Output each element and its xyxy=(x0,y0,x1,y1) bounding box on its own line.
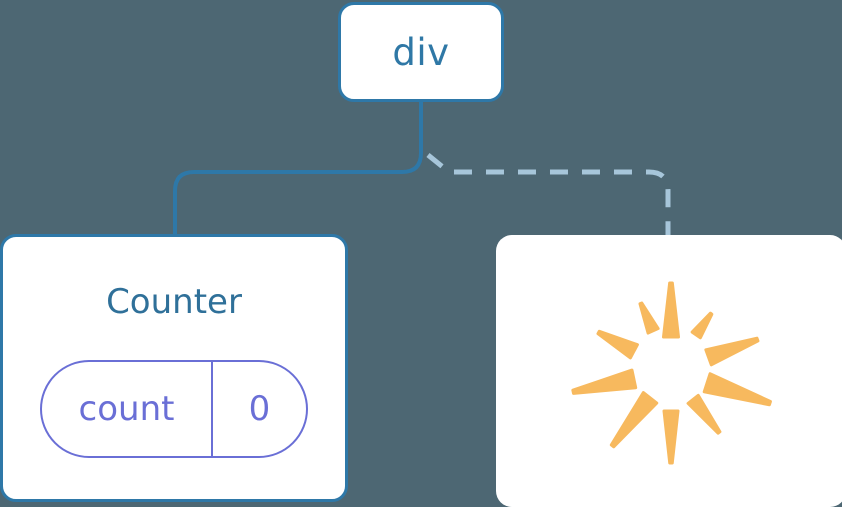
burst-ray-4 xyxy=(686,393,722,435)
burst-ray-9 xyxy=(638,301,660,335)
state-pill-value: 0 xyxy=(248,389,271,429)
burst-ray-7 xyxy=(571,368,638,395)
burst-ray-2 xyxy=(704,336,760,367)
burst-ray-1 xyxy=(690,311,714,340)
node-counter[interactable]: Counter count 0 xyxy=(0,234,348,502)
edge-div-to-burst xyxy=(426,153,671,236)
edge-div-to-counter xyxy=(173,99,423,238)
node-div-label: div xyxy=(392,30,450,74)
burst-ray-6 xyxy=(609,391,659,449)
state-pill-divider xyxy=(211,362,213,456)
burst-ray-3 xyxy=(702,372,772,407)
node-div[interactable]: div xyxy=(338,2,504,102)
burst-ray-0 xyxy=(662,281,680,339)
state-pill-key: count xyxy=(78,389,175,429)
burst-ray-8 xyxy=(596,329,639,360)
sparkle-burst-icon xyxy=(571,281,772,465)
state-pill-count[interactable]: count 0 xyxy=(40,360,308,458)
node-counter-title: Counter xyxy=(106,282,242,322)
node-render-burst[interactable] xyxy=(496,235,842,507)
burst-ray-5 xyxy=(662,409,680,465)
